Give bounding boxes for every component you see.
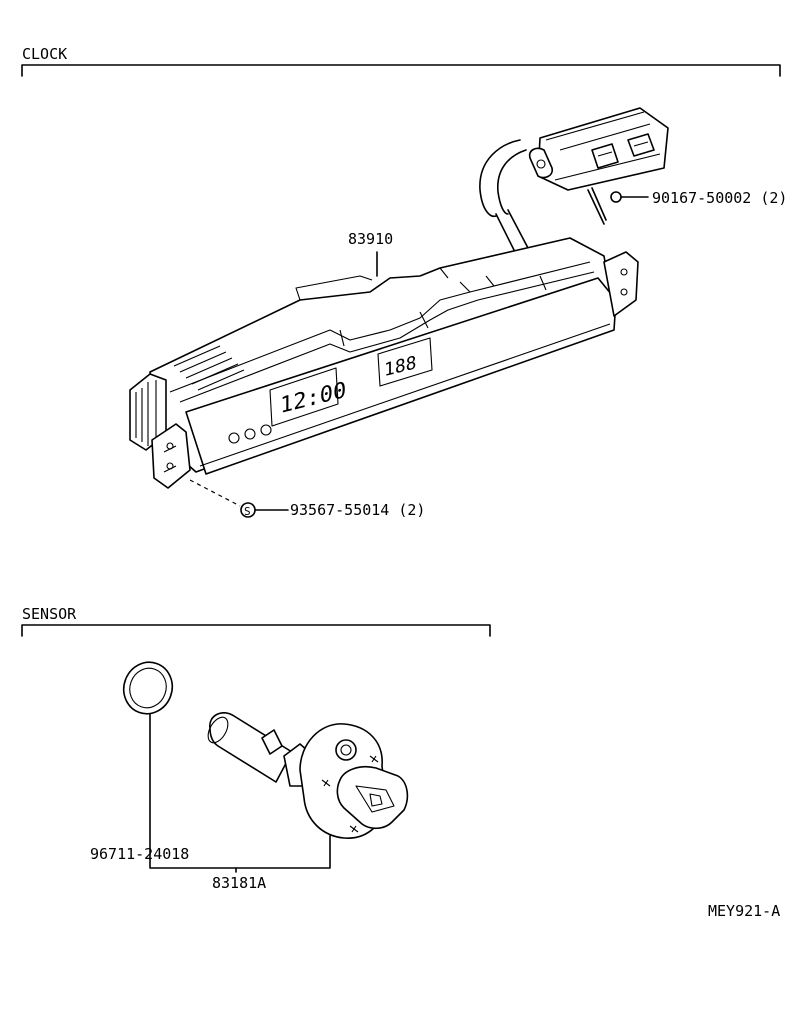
label-90167-50002: 90167-50002 (2) — [652, 189, 787, 207]
section-title-clock: CLOCK — [22, 45, 67, 63]
sensor-unit — [207, 712, 409, 839]
drawing-id: MEY921-A — [708, 902, 780, 920]
label-96711-24018: 96711-24018 — [90, 845, 189, 863]
section-bracket-sensor — [21, 624, 491, 637]
leader-93567-dashed — [189, 479, 241, 507]
screw-90167 — [587, 187, 649, 225]
std-part-symbol-letter: S — [244, 505, 251, 518]
leader-sensor — [149, 713, 331, 869]
label-93567-55014: 93567-55014 (2) — [290, 501, 425, 519]
label-83910: 83910 — [348, 230, 393, 248]
sensor-oring — [122, 661, 174, 715]
section-title-sensor: SENSOR — [22, 605, 77, 623]
section-bracket-clock — [21, 64, 781, 77]
clock-connector — [479, 107, 669, 251]
label-83181A: 83181A — [212, 874, 266, 892]
clock-assembly-body — [129, 237, 639, 489]
